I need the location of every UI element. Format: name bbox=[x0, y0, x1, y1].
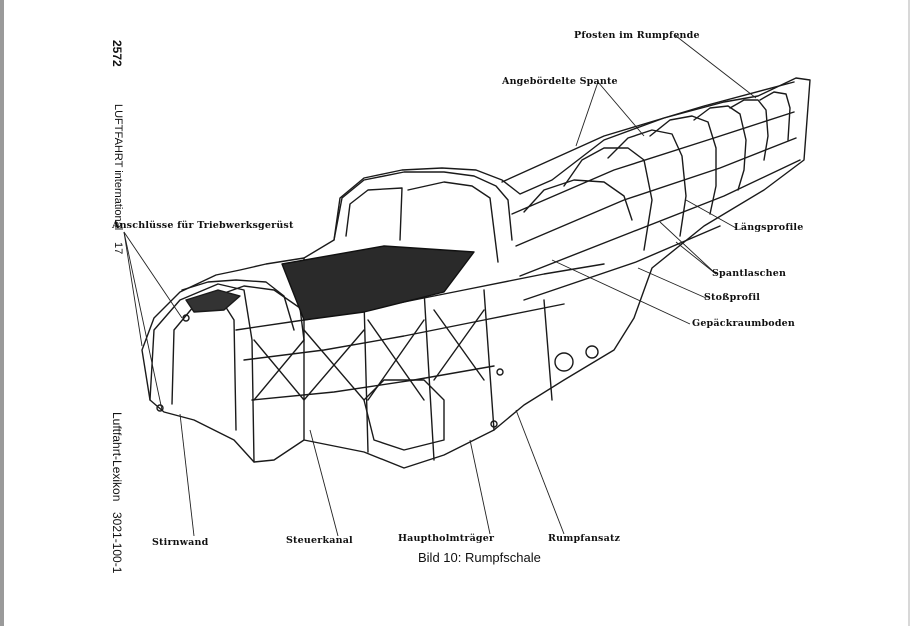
label-baggage-floor: Gepäckraumboden bbox=[692, 318, 796, 329]
label-main-spar: Hauptholmträger bbox=[398, 533, 495, 544]
label-control-channel: Steuerkanal bbox=[286, 535, 353, 546]
label-fuselage-section: Rumpfansatz bbox=[548, 533, 621, 544]
label-frame-straps: Spantlaschen bbox=[712, 268, 787, 279]
scan-edge-left bbox=[0, 0, 4, 626]
label-butt-profile: Stoßprofil bbox=[704, 292, 761, 303]
label-engine-mounts: Anschlüsse für Triebwerksgerüst bbox=[112, 220, 294, 231]
fuselage-illustration bbox=[123, 35, 811, 537]
label-stringers: Längsprofile bbox=[734, 222, 804, 233]
label-firewall: Stirnwand bbox=[152, 537, 209, 548]
scan-edge-right bbox=[908, 0, 910, 626]
label-posts: Pfosten im Rumpfende bbox=[574, 30, 700, 41]
label-frames: Angebördelte Spante bbox=[502, 76, 618, 87]
document-page: 2572 LUFTFAHRT international 17 Luftfahr… bbox=[4, 0, 908, 626]
figure-caption: Bild 10: Rumpfschale bbox=[418, 550, 541, 565]
